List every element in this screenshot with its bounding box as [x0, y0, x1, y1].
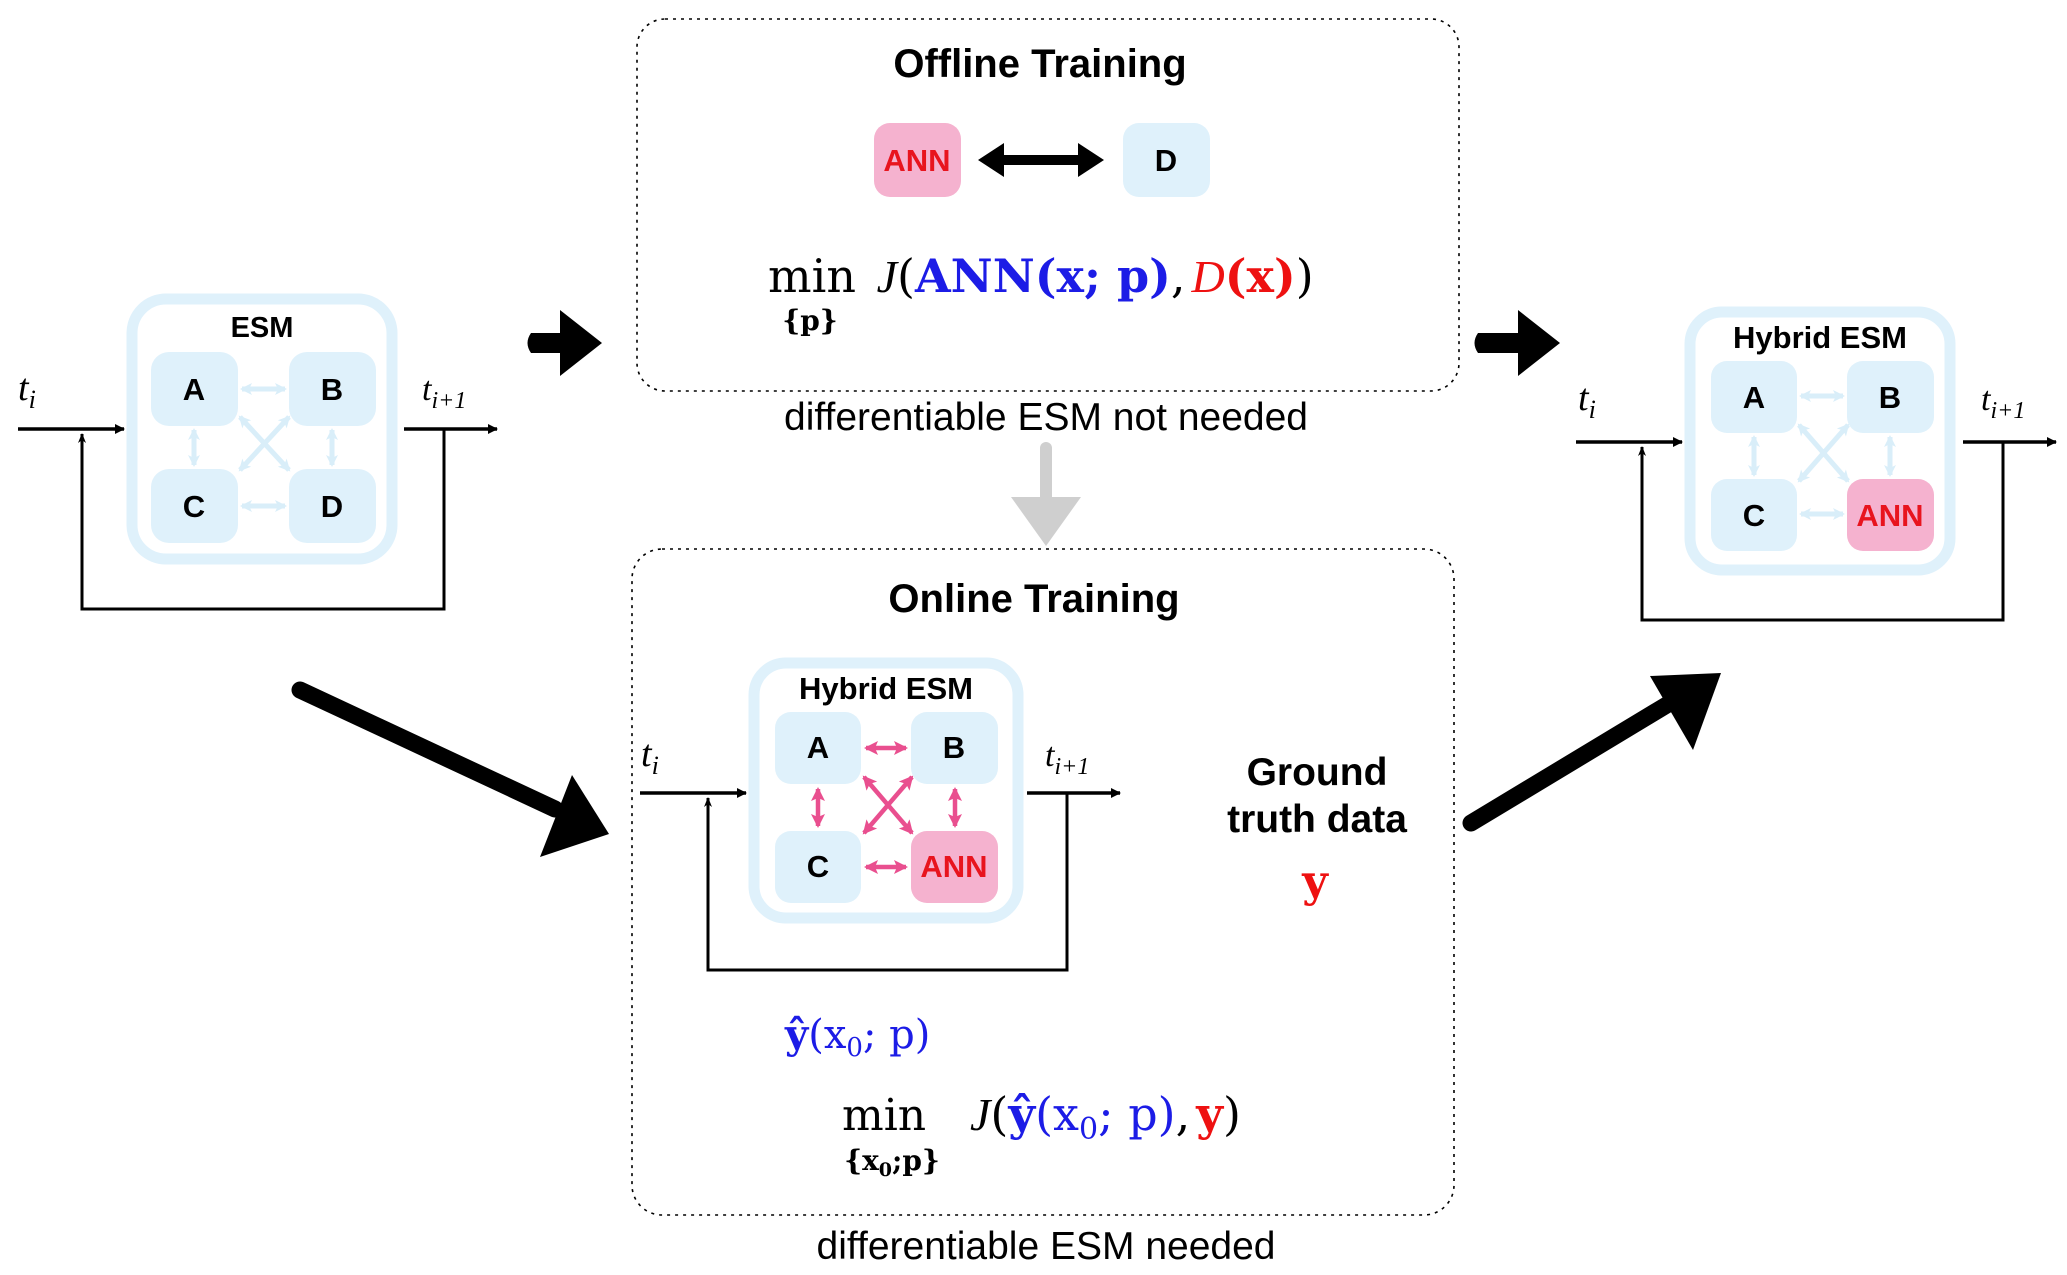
online-t-out-label: ti+1: [1045, 737, 1089, 780]
hybrid-node-ann-label: ANN: [1856, 498, 1923, 533]
online-formula-subscript: {x0;p}: [844, 1144, 940, 1181]
ground-truth-label-line2: truth data: [1227, 798, 1407, 841]
esm-node-a: [151, 352, 238, 426]
hybrid-time-loop: [1576, 437, 2057, 622]
online-node-ann-label: ANN: [920, 849, 987, 884]
hybrid-node-b-label: B: [1879, 380, 1901, 415]
esm-time-loop: [18, 424, 498, 611]
offline-dashed-box: [636, 18, 1460, 392]
offline-formula-subscript: {p}: [782, 304, 838, 337]
online-caption: differentiable ESM needed: [817, 1225, 1276, 1268]
offline-caption: differentiable ESM not needed: [784, 396, 1308, 439]
hybrid-t-out-label: ti+1: [1981, 381, 2025, 424]
offline-ann-label: ANN: [883, 143, 950, 178]
esm-t-out-label: ti+1: [422, 371, 466, 414]
offline-training-panel: Offline Training ANN D min J(ANN(x; p),D…: [636, 18, 1460, 439]
esm-node-b-label: B: [321, 372, 343, 407]
esm-title: ESM: [231, 312, 294, 344]
esm-node-a-label: A: [183, 372, 205, 407]
right-hybrid-esm-diagram: Hybrid ESM A B C ANN ti ti+1: [1576, 306, 2057, 622]
offline-title: Offline Training: [893, 42, 1186, 86]
esm-node-d: [289, 469, 376, 543]
online-time-loop: [640, 788, 1121, 972]
left-esm-diagram: ESM A B C D ti ti+1: [18, 293, 498, 611]
hybrid-node-ann: [1847, 479, 1934, 551]
online-node-ann: [911, 831, 998, 903]
ground-truth-label-line1: Ground: [1247, 751, 1388, 794]
offline-formula: min J(ANN(x; p),D(x)): [768, 249, 1314, 303]
offline-d-node: [1123, 123, 1210, 197]
online-formula: min: [842, 1090, 926, 1141]
online-connectors: [811, 741, 962, 874]
flow-arrow-to-offline: [527, 310, 602, 376]
esm-node-c-label: C: [183, 489, 205, 524]
offline-to-online-arrow: [1011, 442, 1081, 546]
flow-arrow-online-to-hybrid: [1462, 673, 1721, 832]
esm-connectors: [188, 383, 338, 512]
online-title: Online Training: [888, 577, 1179, 621]
esm-node-c: [151, 469, 238, 543]
online-node-a-label: A: [807, 730, 829, 765]
offline-ann-node: [874, 123, 961, 197]
online-hybrid-title: Hybrid ESM: [799, 671, 973, 706]
offline-d-label: D: [1155, 143, 1177, 178]
prediction-expression: ŷ(x0; p): [784, 1011, 930, 1063]
online-node-c-label: C: [807, 849, 829, 884]
hybrid-title: Hybrid ESM: [1733, 320, 1907, 355]
esm-node-d-label: D: [321, 489, 343, 524]
online-node-a: [775, 712, 861, 784]
online-node-b-label: B: [943, 730, 965, 765]
hybrid-node-c-label: C: [1743, 498, 1765, 533]
online-formula-body: J(ŷ(x0; p),y): [970, 1087, 1241, 1147]
hybrid-connectors: [1748, 390, 1896, 520]
hybrid-node-c: [1711, 479, 1797, 551]
hybrid-node-a: [1711, 361, 1797, 433]
hybrid-node-a-label: A: [1743, 380, 1765, 415]
flow-arrow-to-online: [291, 681, 609, 857]
esm-node-b: [289, 352, 376, 426]
online-training-panel: Online Training Hybrid ESM A B C ANN ti …: [631, 548, 1455, 1268]
hybrid-node-b: [1847, 361, 1934, 433]
online-dashed-box: [631, 548, 1455, 1216]
offline-double-arrow: [978, 143, 1104, 177]
esm-t-in-label: ti: [18, 367, 36, 414]
online-node-c: [775, 831, 861, 903]
online-node-b: [911, 712, 998, 784]
flow-arrow-offline-to-hybrid: [1474, 310, 1560, 376]
ground-truth-symbol: y: [1301, 856, 1329, 907]
hybrid-t-in-label: ti: [1578, 377, 1596, 424]
online-t-in-label: ti: [641, 733, 659, 780]
